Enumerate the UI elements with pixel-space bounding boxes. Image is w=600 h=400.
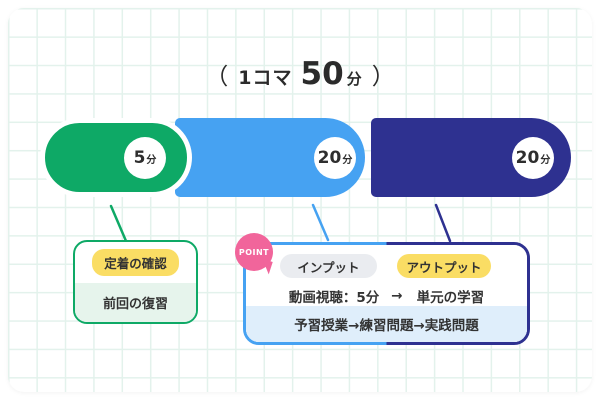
segment-review xyxy=(40,118,192,197)
duration-circle-input: 20 分 xyxy=(314,137,356,179)
review-callout-header: 定着の確認 xyxy=(75,242,196,283)
callout-border-navy-half xyxy=(386,242,530,345)
title-label: 1コマ xyxy=(238,67,293,89)
point-label: POINT xyxy=(238,247,270,257)
review-callout-box: 定着の確認 前回の復習 xyxy=(73,240,198,324)
lesson-detail-callout-box: インプット アウトプット 動画視聴：5分 → 単元の学習 予習授業→練習問題→実… xyxy=(243,242,530,345)
title-close-paren: ） xyxy=(371,64,395,90)
duration-unit: 分 xyxy=(342,154,353,166)
callout-footer: 予習授業→練習問題→実践問題 xyxy=(246,306,527,342)
grid-paper-card: （ 1コマ 50 分 ） 5 分 20 分 20 分 xyxy=(8,8,592,392)
input-badge: インプット xyxy=(280,254,377,278)
lesson-title: （ 1コマ 50 分 ） xyxy=(8,56,592,96)
duration-value: 5 xyxy=(133,148,146,168)
timeline-bar: 5 分 20 分 20 分 xyxy=(8,8,592,392)
duration-circle-review: 5 分 xyxy=(124,137,166,179)
callout-border-blue-half xyxy=(243,242,387,345)
duration-value: 20 xyxy=(317,148,342,168)
output-badge: アウトプット xyxy=(397,254,491,278)
title-minutes: 50 xyxy=(300,56,344,92)
flow-row: 動画視聴：5分 → 単元の学習 xyxy=(246,286,527,306)
review-callout-body: 前回の復習 xyxy=(75,283,196,322)
review-badge: 定着の確認 xyxy=(92,249,179,276)
point-badge: POINT xyxy=(235,233,273,275)
flow-to: 単元の学習 xyxy=(416,290,485,306)
duration-unit: 分 xyxy=(540,154,551,166)
title-unit: 分 xyxy=(346,70,362,88)
duration-unit: 分 xyxy=(146,154,157,166)
flow-from: 動画視聴：5分 xyxy=(288,290,380,306)
duration-value: 20 xyxy=(515,148,540,168)
flow-arrow-icon: → xyxy=(391,288,403,304)
callout-content: インプット アウトプット 動画視聴：5分 → 単元の学習 予習授業→練習問題→実… xyxy=(246,245,527,342)
callout-badges-row: インプット アウトプット xyxy=(246,254,527,280)
duration-circle-output: 20 分 xyxy=(512,137,554,179)
title-open-paren: （ xyxy=(205,64,229,90)
